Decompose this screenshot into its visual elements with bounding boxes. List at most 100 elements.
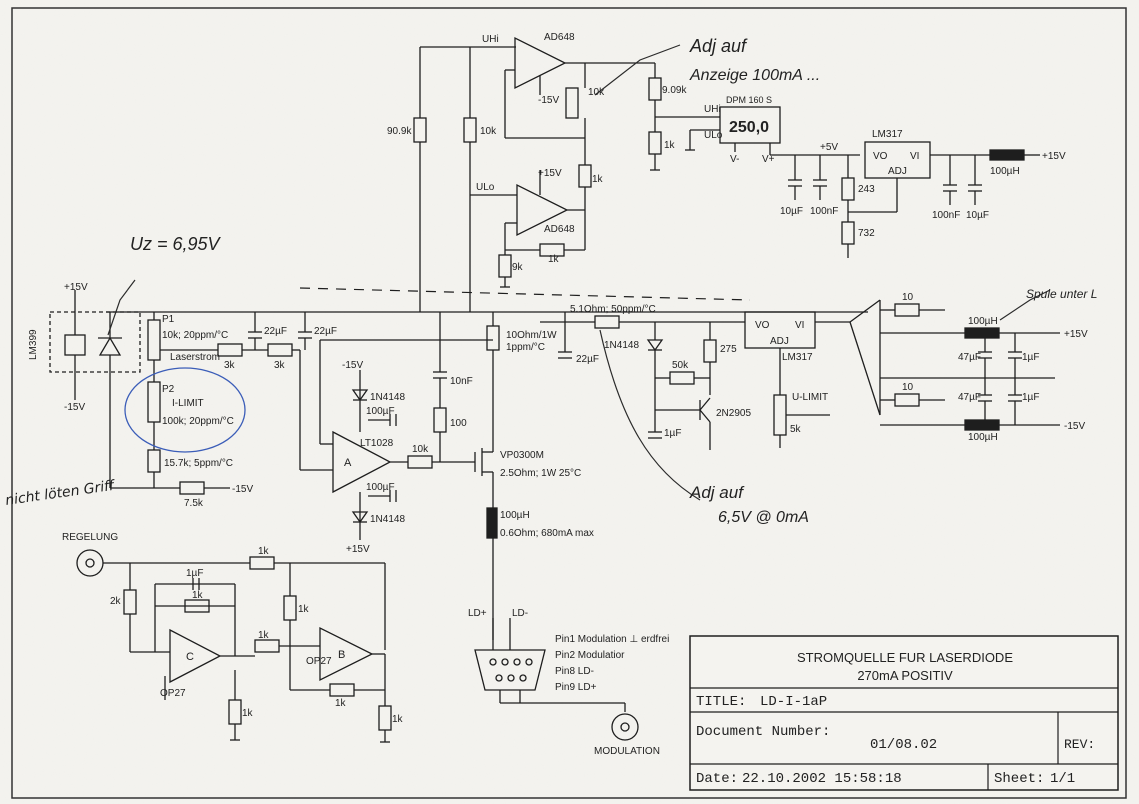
label-u-limit: U-LIMIT — [792, 392, 828, 403]
label-ad648-top: AD648 — [544, 32, 575, 43]
label-amp-b: B — [338, 649, 345, 661]
label-c10u-b: 10µF — [966, 210, 989, 221]
display-value: 250,0 — [729, 119, 769, 136]
label-r5k: 5k — [790, 424, 802, 435]
title-label: TITLE: — [696, 694, 746, 710]
sheet-frame — [11, 7, 1127, 799]
label-l100u-m: 100µH — [968, 432, 998, 443]
label-r1k-mid2: 1k — [298, 604, 310, 615]
label-c100n-a: 100nF — [810, 206, 838, 217]
label-r1k-bot: 1k — [548, 254, 560, 265]
label-c1u-b: 1µF — [1022, 392, 1039, 403]
label-r1k-c: 1k — [192, 590, 204, 601]
label-c100u-b: 100µF — [366, 482, 395, 493]
label-minus15-ref: -15V — [64, 402, 85, 413]
label-lm317-b: LM317 — [782, 352, 813, 363]
title-heading-2: 270mA POSITIV — [857, 668, 953, 683]
label-l100u-p: 100µH — [968, 316, 998, 327]
label-q2n2905: 2N2905 — [716, 408, 751, 419]
docnum-label: Document Number: — [696, 724, 830, 740]
label-r10-a: 10 — [902, 292, 914, 303]
label-adj-top: ADJ — [888, 166, 907, 177]
label-r1k-b-gnd: 1k — [392, 714, 404, 725]
label-c1u: 1µF — [664, 428, 681, 439]
label-r2k: 2k — [110, 596, 122, 607]
label-amp-c: C — [186, 651, 194, 663]
label-r1k-c-gnd: 1k — [242, 708, 254, 719]
label-r1k-bc: 1k — [258, 630, 270, 641]
label-ld-plus: LD+ — [468, 608, 487, 619]
label-l100u-ld: 100µH — [500, 510, 530, 521]
label-op27-c: OP27 — [160, 688, 186, 699]
label-r3k-a: 3k — [224, 360, 236, 371]
label-lm399: LM399 — [28, 329, 39, 360]
label-p2: P2 — [162, 384, 175, 395]
label-minus15-rail: -15V — [1064, 421, 1085, 432]
section-divider — [299, 287, 751, 301]
label-adj-b: ADJ — [770, 336, 789, 347]
label-plus15-opa: +15V — [346, 544, 370, 555]
label-c1u-a: 1µF — [1022, 352, 1039, 363]
label-plus15-out: +15V — [1042, 151, 1066, 162]
label-r909k: 90.9k — [387, 126, 412, 137]
label-plus5v: +5V — [820, 142, 838, 153]
blue-circle-annotation — [124, 367, 246, 453]
label-r1k-b: 1k — [335, 698, 347, 709]
label-c22u-c: 22µF — [576, 354, 599, 365]
title-block: STROMQUELLE FUR LASERDIODE 270mA POSITIV… — [689, 635, 1119, 791]
label-minus15-opa: -15V — [342, 360, 363, 371]
label-u-lo-2: ULo — [704, 130, 723, 141]
note-uz: Uz = 6,95V — [130, 234, 222, 254]
label-pin9: Pin9 LD+ — [555, 682, 597, 693]
label-vo-b: VO — [755, 320, 770, 331]
label-r1k-top: 1k — [258, 546, 270, 557]
label-c10n: 10nF — [450, 376, 473, 387]
label-plus15-bot: +15V — [538, 168, 562, 179]
date-label: Date: — [696, 771, 738, 787]
label-vi-b: VI — [795, 320, 804, 331]
label-v-plus: V+ — [762, 154, 775, 165]
label-regelung: REGELUNG — [62, 532, 118, 543]
title-heading-1: STROMQUELLE FUR LASERDIODE — [797, 650, 1013, 665]
label-r157: 15.7k; 5ppm/°C — [164, 458, 233, 469]
label-r10k: 10k — [480, 126, 497, 137]
label-c10u-a: 10µF — [780, 206, 803, 217]
label-op27-b: OP27 — [306, 656, 332, 667]
label-amp-a: A — [344, 457, 352, 469]
note-adj-voltage-1: Adj auf — [689, 483, 745, 502]
label-minus15-top: -15V — [538, 95, 559, 106]
label-lm317-top: LM317 — [872, 129, 903, 140]
label-r909: 9.09k — [662, 85, 687, 96]
label-ad648-bot: AD648 — [544, 224, 575, 235]
label-v-minus: V- — [730, 154, 739, 165]
label-pin1: Pin1 Modulation ⊥ erdfrei — [555, 634, 669, 645]
label-c47u-a: 47µF — [958, 352, 981, 363]
label-r50k: 50k — [672, 360, 689, 371]
wiring — [49, 36, 1060, 743]
label-r3k-b: 3k — [274, 360, 286, 371]
note-spule: Spule unter L — [1026, 287, 1097, 301]
sheet-value: 1/1 — [1050, 771, 1075, 787]
label-d2: 1N4148 — [370, 514, 405, 525]
label-plus15-ref: +15V — [64, 282, 88, 293]
title-value: LD-I-1aP — [760, 694, 827, 710]
label-r1k-909: 1k — [664, 140, 676, 151]
label-c100n-b: 100nF — [932, 210, 960, 221]
label-r1k-mid: 1k — [592, 174, 604, 185]
label-r10k-gate: 10k — [412, 444, 429, 455]
label-vp0300-2: 2.5Ohm; 1W 25°C — [500, 468, 581, 479]
label-p1-val: 10k; 20ppm/°C — [162, 330, 228, 341]
note-adj-voltage-2: 6,5V @ 0mA — [718, 509, 809, 526]
label-r75k: 7.5k — [184, 498, 204, 509]
note-adj-display-1: Adj auf — [689, 36, 748, 56]
label-r243: 243 — [858, 184, 875, 195]
label-r732: 732 — [858, 228, 875, 239]
note-adj-display-2: Anzeige 100mA ... — [689, 67, 820, 84]
label-pin2: Pin2 Modulatior — [555, 650, 625, 661]
label-ld-minus: LD- — [512, 608, 528, 619]
label-p1-name: Laserstrom — [170, 352, 220, 363]
label-lt1028: LT1028 — [360, 438, 394, 449]
label-c47u-b: 47µF — [958, 392, 981, 403]
label-minus15-r75: -15V — [232, 484, 253, 495]
label-d1: 1N4148 — [370, 392, 405, 403]
